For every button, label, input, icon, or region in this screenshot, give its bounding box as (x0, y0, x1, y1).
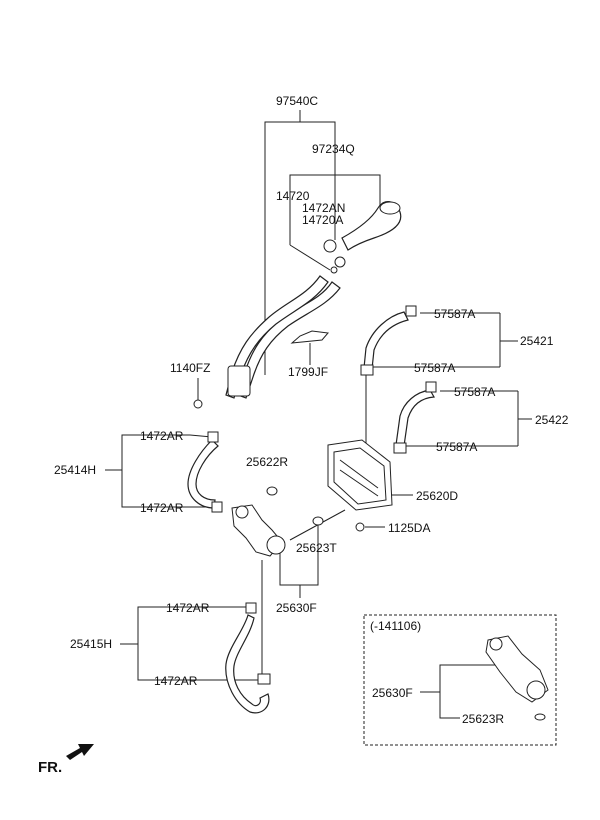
label-25630f: 25630F (276, 601, 317, 615)
label-25623t: 25623T (296, 541, 337, 555)
hose-25421 (360, 305, 417, 376)
o-ring-25622r (266, 486, 278, 496)
label-1472ar-2: 1472AR (140, 501, 184, 515)
thermostat-housing-25630f (231, 504, 324, 557)
label-25422: 25422 (535, 413, 569, 427)
label-inset-25630f: 25630F (372, 686, 413, 700)
clamp-14720 (323, 239, 346, 274)
front-label: FR. (38, 759, 62, 776)
oil-cooler-25620d (327, 439, 393, 532)
label-1140fz: 1140FZ (170, 361, 210, 375)
hose-25414h (187, 431, 223, 513)
inset-box (363, 614, 557, 746)
label-57587a-1: 57587A (434, 307, 475, 321)
label-14720: 14720 (276, 189, 310, 203)
label-25414h: 25414H (54, 463, 96, 477)
label-14720a: 14720A (302, 213, 343, 227)
label-1472ar-3: 1472AR (166, 601, 210, 615)
hose-25422 (393, 381, 437, 454)
label-57587a-3: 57587A (454, 385, 495, 399)
clip-1799jf (290, 330, 329, 344)
bracket-1140fz (193, 365, 251, 409)
label-97540c: 97540C (276, 94, 318, 108)
hose-97234q (341, 201, 402, 251)
label-1472an: 1472AN (302, 201, 345, 215)
label-inset-25623r: 25623R (462, 712, 504, 726)
label-1472ar-1: 1472AR (140, 429, 184, 443)
label-1799jf: 1799JF (288, 365, 328, 379)
label-57587a-2: 57587A (414, 361, 455, 375)
inset-title: (-141106) (370, 619, 421, 633)
hose-25415h (225, 602, 271, 714)
label-25421: 25421 (520, 334, 554, 348)
label-97234q: 97234Q (312, 142, 355, 156)
front-arrow-icon (66, 744, 94, 760)
label-1125da: 1125DA (388, 521, 430, 535)
label-57587a-4: 57587A (436, 440, 477, 454)
label-25620d: 25620D (416, 489, 458, 503)
label-1472ar-4: 1472AR (154, 674, 198, 688)
label-25415h: 25415H (70, 637, 112, 651)
label-25622r: 25622R (246, 455, 288, 469)
part-labels: 97540C 97234Q 14720 1472AN 14720A 1140FZ… (38, 94, 569, 776)
